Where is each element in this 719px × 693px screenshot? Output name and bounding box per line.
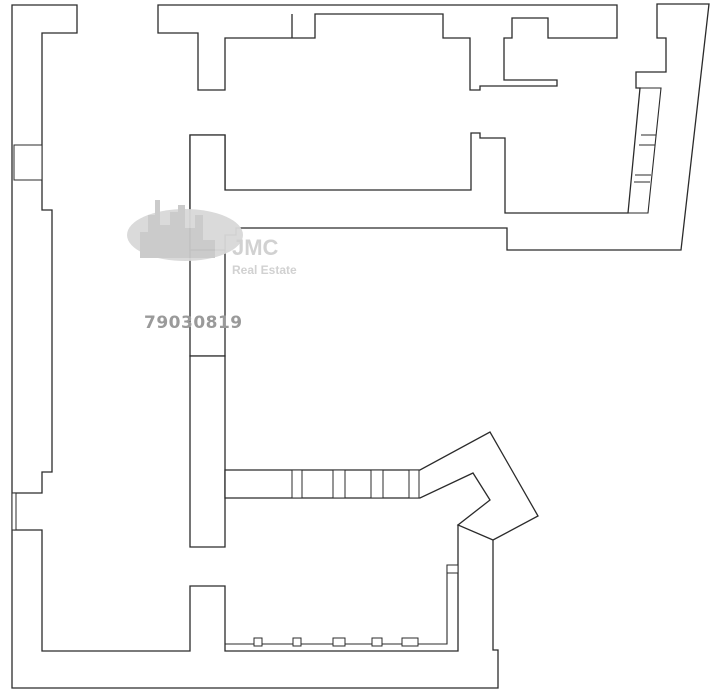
skyline-buildings-icon xyxy=(140,200,215,258)
north-wing-upper-wall xyxy=(157,4,618,91)
east-window-lines xyxy=(628,87,662,214)
central-vertical-wall-lower xyxy=(189,355,226,548)
west-window xyxy=(13,144,43,181)
south-inner-strip xyxy=(225,564,458,645)
watermark-logo: JMC Real Estate xyxy=(127,200,297,277)
west-door-gap xyxy=(11,492,17,531)
south-windows xyxy=(253,564,459,647)
watermark-subtitle: Real Estate xyxy=(232,263,297,277)
listing-number: 79030819 xyxy=(144,313,243,333)
outer-west-south-wall xyxy=(11,4,499,689)
watermark-brand: JMC xyxy=(232,235,279,260)
mid-connector-windows xyxy=(291,469,420,499)
